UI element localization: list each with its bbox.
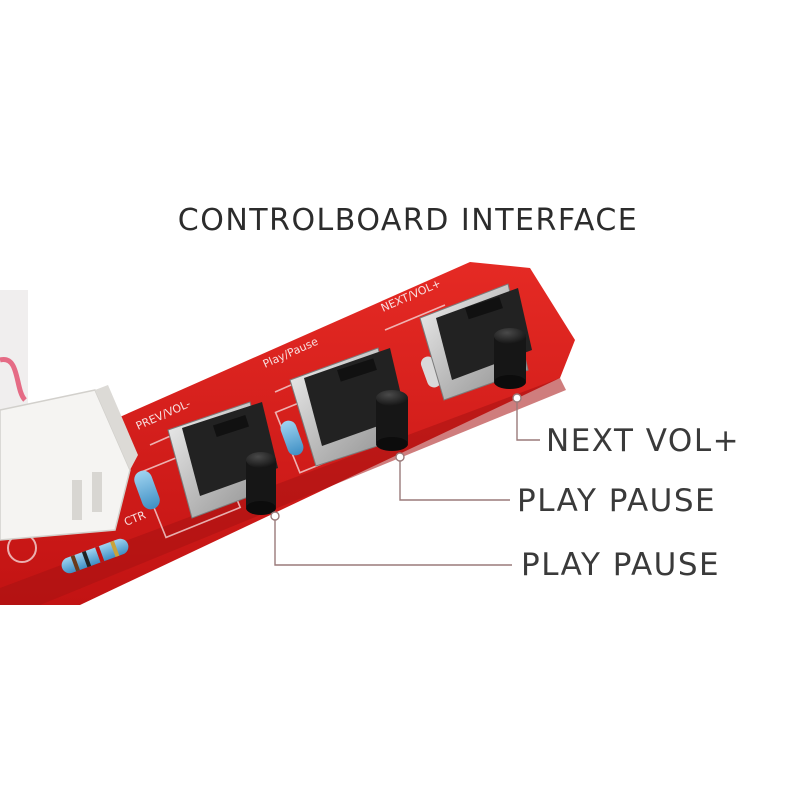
resistor-1 <box>61 538 129 574</box>
tact-switch-right <box>419 283 532 401</box>
button-cap-middle <box>376 390 408 406</box>
callout-play-pause-1: PLAY PAUSE <box>517 483 717 519</box>
tact-switch-middle <box>289 347 408 467</box>
leader-line-next <box>516 402 540 441</box>
callout-play-pause-2: PLAY PAUSE <box>521 547 721 583</box>
leader-line-play-2 <box>274 520 512 566</box>
resistor-2 <box>134 470 160 510</box>
button-cap-left <box>246 452 276 468</box>
resistor-4 <box>420 356 442 388</box>
leader-dot-left <box>270 511 280 521</box>
callout-next-vol: NEXT VOL+ <box>546 423 741 459</box>
leader-dot-right <box>512 393 522 403</box>
button-cap-right <box>494 328 526 344</box>
leader-dot-middle <box>395 452 405 462</box>
resistor-3 <box>280 420 304 456</box>
tact-switch-left <box>167 401 278 519</box>
jst-connector <box>0 290 138 541</box>
image-title: CONTROLBOARD INTERFACE <box>177 203 639 238</box>
leader-line-play-1 <box>399 461 510 501</box>
